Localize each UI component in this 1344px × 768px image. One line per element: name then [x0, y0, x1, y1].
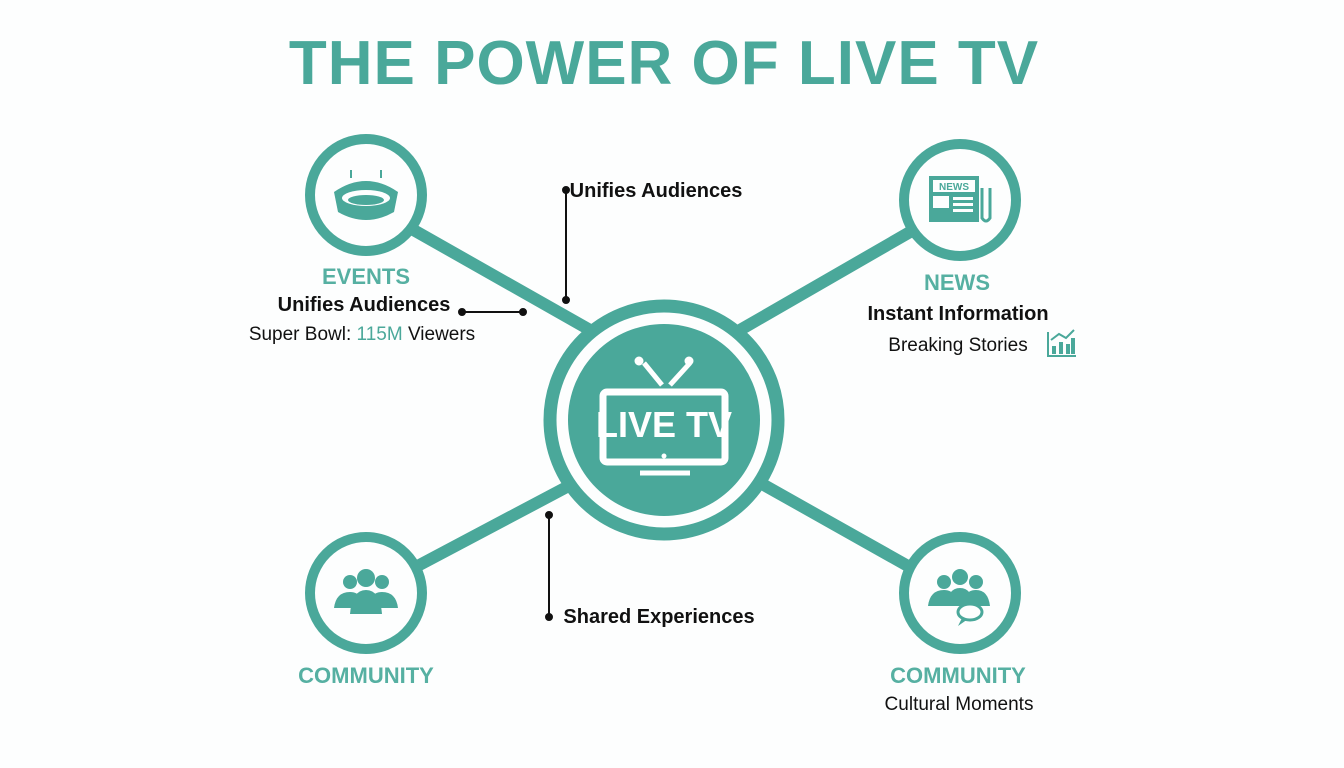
center-label: LIVE TV — [595, 404, 733, 445]
events-subheading: Unifies Audiences — [277, 294, 451, 316]
connector-community-right — [749, 474, 921, 576]
stadium-icon — [334, 170, 398, 220]
television-icon — [599, 356, 729, 476]
news-detail: Breaking Stories — [888, 335, 1028, 356]
connector-news — [734, 226, 916, 336]
group-icon — [334, 569, 398, 614]
viewers-value: 115M — [356, 324, 403, 345]
news-heading: NEWS — [924, 270, 990, 295]
newspaper-icon: NEWS — [929, 176, 992, 223]
connector-community-left — [404, 474, 586, 576]
callout-bottom: Shared Experiences — [563, 606, 755, 628]
callout-top: Unifies Audiences — [569, 180, 743, 202]
connector-events — [404, 222, 596, 336]
bar-chart-icon — [1047, 329, 1076, 357]
community-left-heading: COMMUNITY — [298, 663, 434, 688]
center-disc — [568, 324, 760, 516]
news-subheading: Instant Information — [867, 303, 1049, 325]
community-right-detail: Cultural Moments — [884, 694, 1034, 715]
events-heading: EVENTS — [321, 264, 411, 289]
page-title: THE POWER OF LIVE TV — [288, 29, 1040, 98]
community-right-heading: COMMUNITY — [890, 663, 1026, 688]
svg-text:NEWS: NEWS — [939, 182, 969, 193]
events-detail: Super Bowl: 115M Viewers — [248, 324, 476, 345]
group-chat-icon — [928, 569, 990, 626]
